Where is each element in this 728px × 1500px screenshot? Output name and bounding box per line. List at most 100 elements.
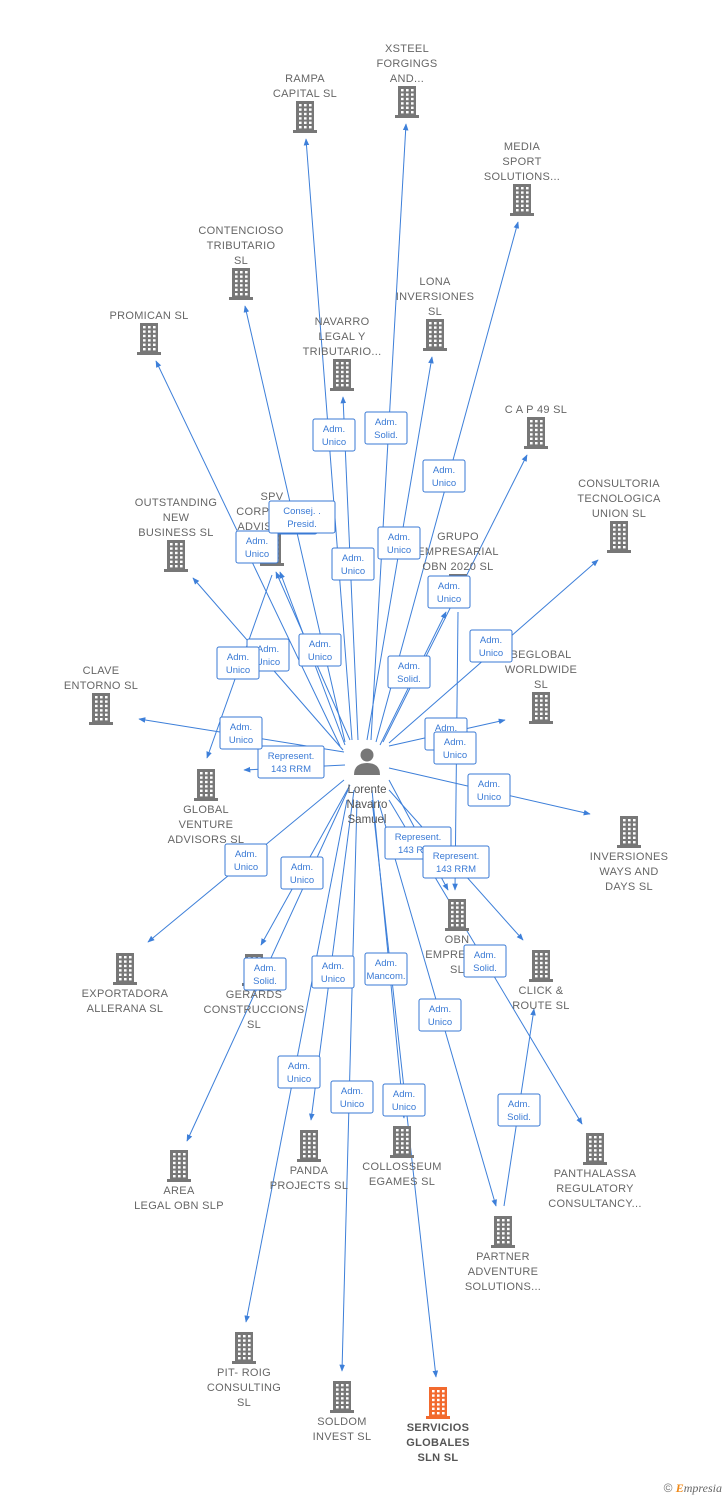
edge-label-box (467, 773, 511, 807)
company-name-line: TRIBUTARIO (207, 240, 276, 252)
building-icon (330, 359, 354, 391)
building-icon (297, 1130, 321, 1162)
company-name-line: CLAVE (83, 665, 120, 677)
company-node-click[interactable]: CLICK &ROUTE SL (512, 950, 569, 1012)
edge-label-lona[interactable]: Adm.Unico (377, 526, 421, 560)
company-name-line: PARTNER (476, 1251, 530, 1263)
edge-label-text: Adm. (288, 1061, 310, 1072)
edge-label-text: Solid. (397, 674, 421, 685)
building-icon (229, 268, 253, 300)
brand-logo[interactable]: Empresia (675, 1481, 722, 1495)
edge-label-exportadora[interactable]: Adm.Unico (224, 843, 268, 877)
edge-label-box (224, 843, 268, 877)
company-name-line: ADVENTURE (468, 1266, 539, 1278)
edge-label-consultoria[interactable]: Adm.Unico (469, 629, 513, 663)
company-name-line: CONTENCIOSO (198, 225, 283, 237)
building-icon (617, 816, 641, 848)
company-name-line: INVEST SL (313, 1431, 372, 1443)
edge-label-box (311, 955, 355, 989)
edge-label-text: Adm. (435, 723, 457, 734)
edge-label-xsteel[interactable]: Adm.Solid. (364, 411, 408, 445)
edge-label-collosseum[interactable]: Adm.Mancom. (364, 952, 408, 986)
edge-label-click[interactable]: Adm.Solid. (497, 1093, 541, 1127)
edge-label-global[interactable]: Represent.143 RRM (257, 745, 325, 779)
company-node-media[interactable]: MEDIASPORTSOLUTIONS... (484, 141, 560, 216)
edge-label-text: Adm. (254, 963, 276, 974)
company-name-line: INVERSIONES (590, 851, 669, 863)
company-name-line: AND... (390, 73, 424, 85)
company-name-line: REGULATORY (556, 1183, 634, 1195)
edge-label-partner[interactable]: Adm.Unico (418, 998, 462, 1032)
edge-label-grupo[interactable]: Adm.Solid. (387, 655, 431, 689)
edge-label-spv[interactable]: Consej. .Presid. (268, 500, 336, 534)
edge-label-pitroig[interactable]: Adm.Unico (277, 1055, 321, 1089)
company-name-line: SL (534, 679, 548, 691)
edge-label-box (422, 459, 466, 493)
edge-label-click[interactable]: Represent.143 RRM (422, 845, 490, 879)
company-node-xsteel[interactable]: XSTEELFORGINGSAND... (376, 43, 437, 118)
company-node-panthalassa[interactable]: PANTHALASSAREGULATORYCONSULTANCY... (548, 1133, 641, 1210)
company-name-line: NEW (163, 512, 190, 524)
company-name-line: SOLUTIONS... (465, 1281, 541, 1293)
edge-label-box (268, 500, 336, 534)
edge-label-clave[interactable]: Adm.Unico (216, 646, 260, 680)
edge-label-text: Adm. (388, 532, 410, 543)
building-icon (607, 521, 631, 553)
edge-label-text: Adm. (478, 779, 500, 790)
person-name-line: Navarro (347, 799, 388, 811)
copyright-icon: © (663, 1481, 673, 1495)
company-name-line: CONSTRUCCIONS (203, 1004, 304, 1016)
company-name-line: SPV (261, 491, 284, 503)
edge-label-panda[interactable]: Adm.Unico (311, 955, 355, 989)
company-name-line: LEGAL Y (318, 331, 366, 343)
edge-label-rampa[interactable]: Adm.Unico (312, 418, 356, 452)
edge-label-soldom[interactable]: Adm.Unico (330, 1080, 374, 1114)
edge-label-servicios[interactable]: Adm.Unico (382, 1083, 426, 1117)
footer: © Empresia (664, 1481, 722, 1496)
edge-label-area[interactable]: Adm.Solid. (243, 957, 287, 991)
edge-label-panthalassa[interactable]: Adm.Solid. (463, 944, 507, 978)
edge-label-cap49[interactable]: Adm.Unico (427, 575, 471, 609)
edge-label-inversiones[interactable]: Adm.Unico (467, 773, 511, 807)
company-name-line: INVERSIONES (396, 291, 475, 303)
company-name-line: COLLOSSEUM (362, 1161, 441, 1173)
edge-label-box (280, 856, 324, 890)
edge-label-obn[interactable]: Adm.Unico (433, 731, 477, 765)
edge-label-text: Unico (290, 875, 314, 886)
edge-label-promican[interactable]: Adm.Unico (235, 530, 279, 564)
edge-label-media[interactable]: Adm.Unico (422, 459, 466, 493)
edge-label-gerards[interactable]: Adm.Unico (280, 856, 324, 890)
edge-label-text: Unico (245, 549, 269, 560)
building-icon (390, 1126, 414, 1158)
edge-label-spv[interactable]: Adm.Unico (298, 633, 342, 667)
company-name-line: BUSINESS SL (138, 527, 213, 539)
company-name-line: SERVICIOS (407, 1422, 469, 1434)
person-name-line: Samuel (348, 814, 387, 826)
company-node-cap49[interactable]: C A P 49 SL (505, 404, 567, 449)
edge-label-text: Adm. (323, 424, 345, 435)
company-node-promican[interactable]: PROMICAN SL (109, 310, 188, 355)
building-icon (167, 1150, 191, 1182)
edge-label-global[interactable]: Adm.Unico (219, 716, 263, 750)
company-name-line: GLOBALES (406, 1437, 470, 1449)
edge-label-navarro[interactable]: Adm.Unico (331, 547, 375, 581)
company-node-partner[interactable]: PARTNER ADVENTURE SOLUTIONS... (465, 1216, 541, 1293)
